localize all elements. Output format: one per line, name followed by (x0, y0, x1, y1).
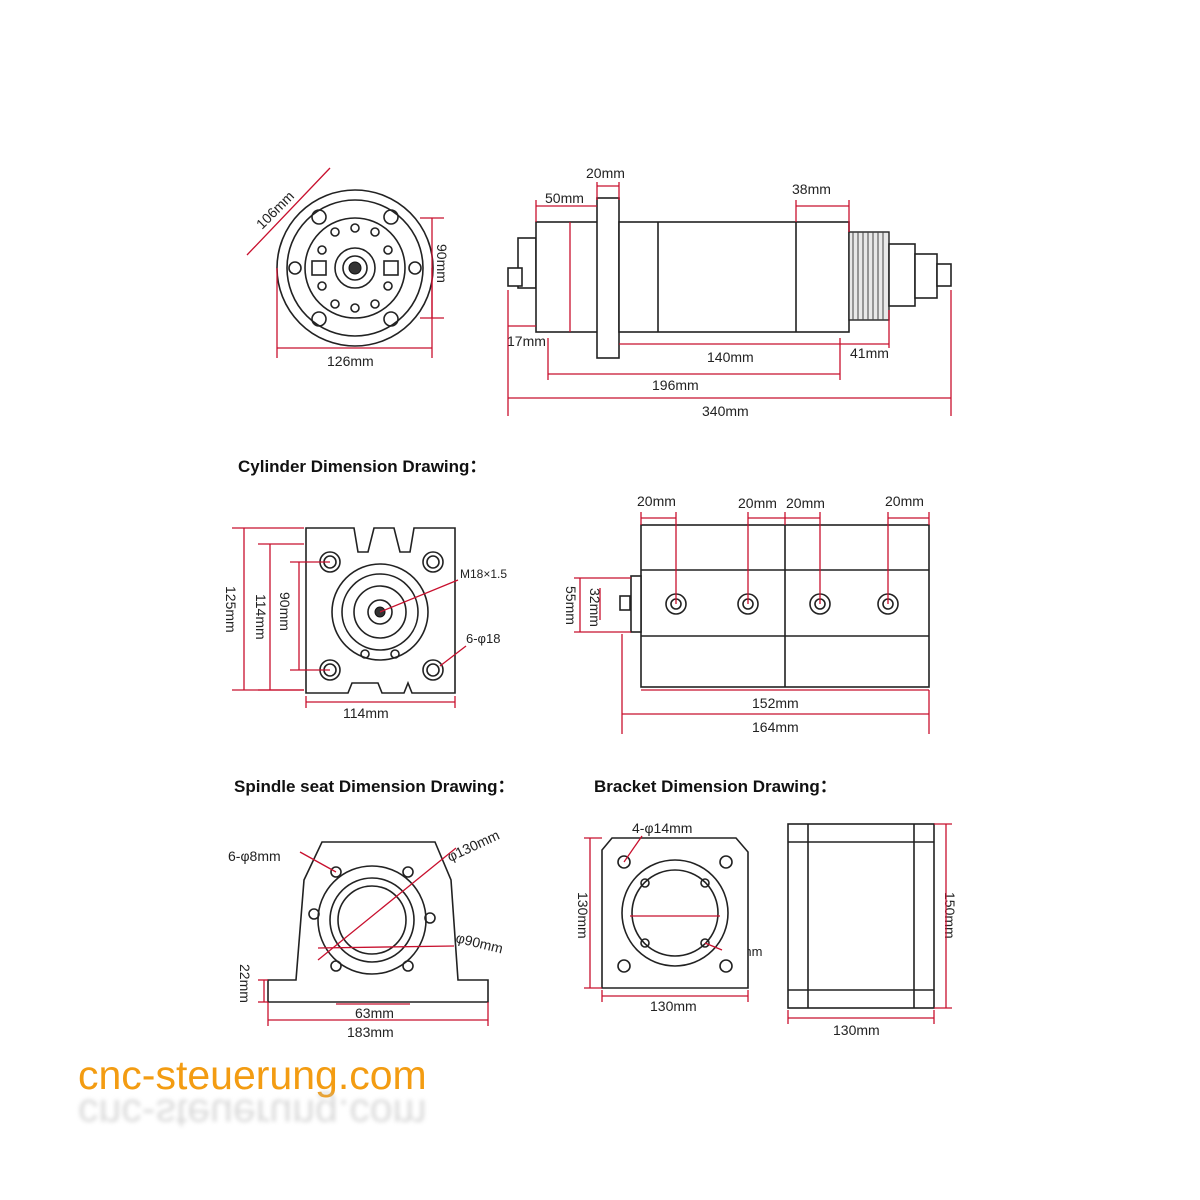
spindle-seat-title: Spindle seat Dimension Drawing： (234, 777, 515, 796)
spindle-seat-view (258, 841, 489, 1026)
motor-side-50-label: 50mm (545, 190, 584, 206)
cyl-side-32-label: 32mm (587, 588, 603, 627)
cylinder-front-view (232, 527, 467, 708)
watermark-text: cnc-steuerung.com (78, 1052, 427, 1098)
motor-side-20-label: 20mm (586, 165, 625, 181)
cyl-front-125-label: 125mm (223, 586, 239, 633)
cylinder-side-view (574, 512, 930, 734)
cyl-front-114h-label: 114mm (343, 705, 389, 721)
cyl-side-20a-label: 20mm (637, 493, 676, 509)
cyl-side-20c-label: 20mm (786, 495, 825, 511)
motor-side-140-label: 140mm (707, 349, 754, 365)
motor-side-view (507, 182, 952, 416)
motor-side-38-label: 38mm (792, 181, 831, 197)
motor-side-340-label: 340mm (702, 403, 749, 419)
bracket-side-130-label: 130mm (833, 1022, 880, 1038)
motor-front-90-label: 90mm (434, 244, 450, 283)
cyl-side-152-label: 152mm (752, 695, 799, 711)
cyl-side-164-label: 164mm (752, 719, 799, 735)
motor-side-41-label: 41mm (850, 345, 889, 361)
motor-side-196-label: 196mm (652, 377, 699, 393)
cyl-front-90-label: 90mm (277, 592, 293, 631)
bracket-front-view (584, 835, 749, 1002)
cyl-side-20d-label: 20mm (885, 493, 924, 509)
seat-holes-label: 6-φ8mm (228, 848, 281, 864)
cyl-front-holes-label: 6-φ18 (466, 631, 500, 646)
seat-22-label: 22mm (237, 964, 253, 1003)
cyl-front-114v-label: 114mm (253, 594, 269, 640)
bracket-side-view (787, 823, 952, 1024)
seat-63-label: 63mm (355, 1005, 394, 1021)
bracket-title: Bracket Dimension Drawing： (594, 777, 837, 796)
motor-front-view (246, 167, 444, 358)
bracket-130v-label: 130mm (575, 892, 591, 939)
bracket-holes-label: 4-φ14mm (632, 820, 692, 836)
cyl-front-thread-label: M18×1.5 (460, 567, 507, 581)
watermark-reflection: cnc-steuerung.com (78, 1091, 427, 1137)
motor-front-126-label: 126mm (327, 353, 374, 369)
bracket-130h-label: 130mm (650, 998, 697, 1014)
cyl-side-55-label: 55mm (563, 586, 579, 625)
motor-front-106-label: 106mm (253, 188, 297, 232)
seat-183-label: 183mm (347, 1024, 394, 1040)
cylinder-title: Cylinder Dimension Drawing： (238, 457, 487, 476)
motor-side-17-label: 17mm (507, 333, 546, 349)
cyl-side-20b-label: 20mm (738, 495, 777, 511)
